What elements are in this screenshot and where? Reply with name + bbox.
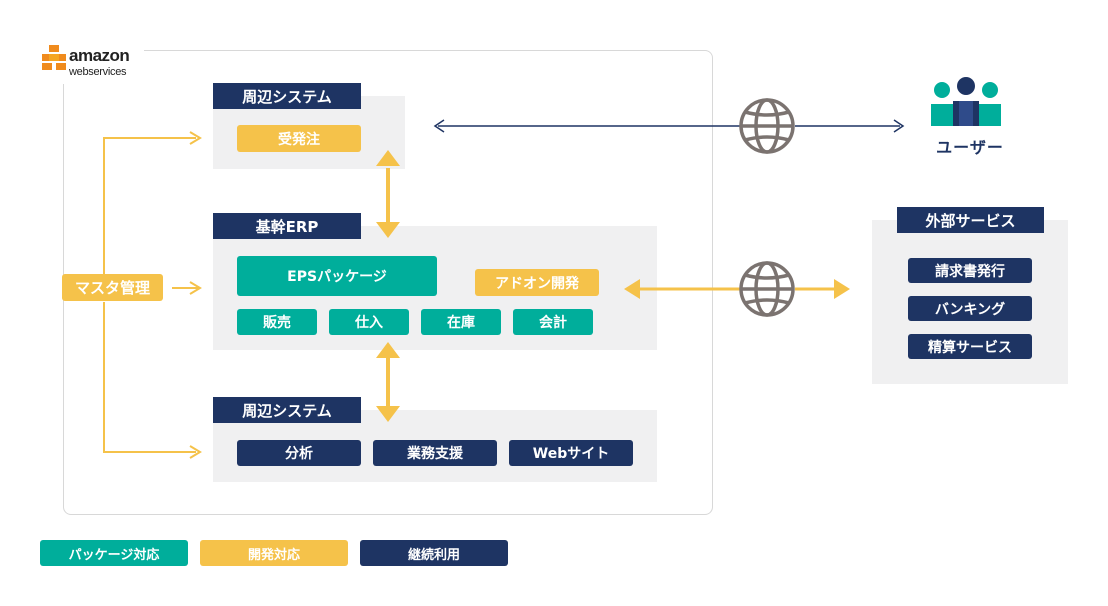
addon-development-tag: アドオン開発	[475, 269, 599, 296]
eps-package-tag: EPSパッケージ	[237, 256, 437, 296]
aws-cubes-icon	[42, 45, 66, 70]
globe-icon	[739, 261, 795, 317]
website-tag: Webサイト	[509, 440, 633, 466]
legend-continued-use: 継続利用	[360, 540, 508, 566]
top-erp-arrowhead-down	[376, 222, 400, 238]
order-system-tag: 受発注	[237, 125, 361, 152]
external-services-title: 外部サービス	[897, 207, 1044, 233]
banking-service-tag: バンキング	[908, 296, 1032, 321]
user-arrowhead-left	[433, 119, 445, 133]
globe-icon	[739, 98, 795, 154]
external-arrowhead-left	[624, 279, 640, 299]
erp-module-accounting: 会計	[513, 309, 593, 335]
users-icon	[931, 77, 1001, 126]
invoice-service-tag: 請求書発行	[908, 258, 1032, 283]
erp-module-inventory: 在庫	[421, 309, 501, 335]
expense-service-tag: 精算サービス	[908, 334, 1032, 359]
aws-logo: amazon webservices	[38, 40, 144, 84]
master-arrow-middle	[172, 281, 202, 295]
user-arrowhead-right	[893, 119, 905, 133]
external-arrowhead-right	[834, 279, 850, 299]
top-erp-arrowhead-up	[376, 150, 400, 166]
erp-module-purchasing: 仕入	[329, 309, 409, 335]
master-arrow-bottom	[189, 445, 202, 459]
master-arrow-top	[189, 131, 202, 145]
erp-title: 基幹ERP	[213, 213, 361, 239]
legend-development: 開発対応	[200, 540, 348, 566]
erp-module-sales: 販売	[237, 309, 317, 335]
legend-package: パッケージ対応	[40, 540, 188, 566]
master-bracket-line	[103, 137, 196, 453]
top-system-title: 周辺システム	[213, 83, 361, 109]
master-management-tag: マスタ管理	[62, 274, 163, 301]
aws-logo-text: amazon	[69, 46, 130, 65]
erp-bottom-arrowhead-down	[376, 406, 400, 422]
erp-bottom-arrowhead-up	[376, 342, 400, 358]
bottom-system-title: 周辺システム	[213, 397, 361, 423]
aws-logo-subtext: webservices	[69, 66, 127, 78]
user-label: ユーザー	[936, 138, 1004, 157]
analytics-tag: 分析	[237, 440, 361, 466]
business-support-tag: 業務支援	[373, 440, 497, 466]
